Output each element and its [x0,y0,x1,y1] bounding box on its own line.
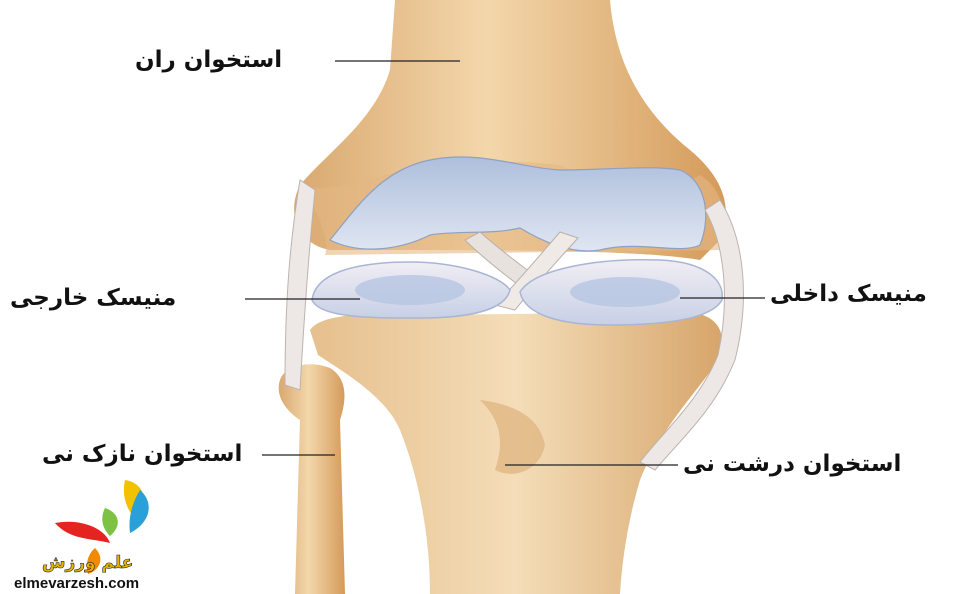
fibula-bone [279,364,345,594]
fibula-label: استخوان نازک نی [42,443,242,466]
lateral-collateral-ligament [285,180,315,390]
tibia-label: استخوان درشت نی [683,453,901,476]
logo-url[interactable]: elmevarzesh.com [14,575,139,592]
medial-meniscus-inner [570,277,680,307]
lateral-meniscus-inner [355,275,465,305]
medial-meniscus-label: منیسک داخلی [770,283,927,306]
logo-text: علم ورزش [42,553,133,573]
femur-label: استخوان ران [135,49,282,72]
lateral-meniscus-label: منیسک خارجی [10,287,176,310]
